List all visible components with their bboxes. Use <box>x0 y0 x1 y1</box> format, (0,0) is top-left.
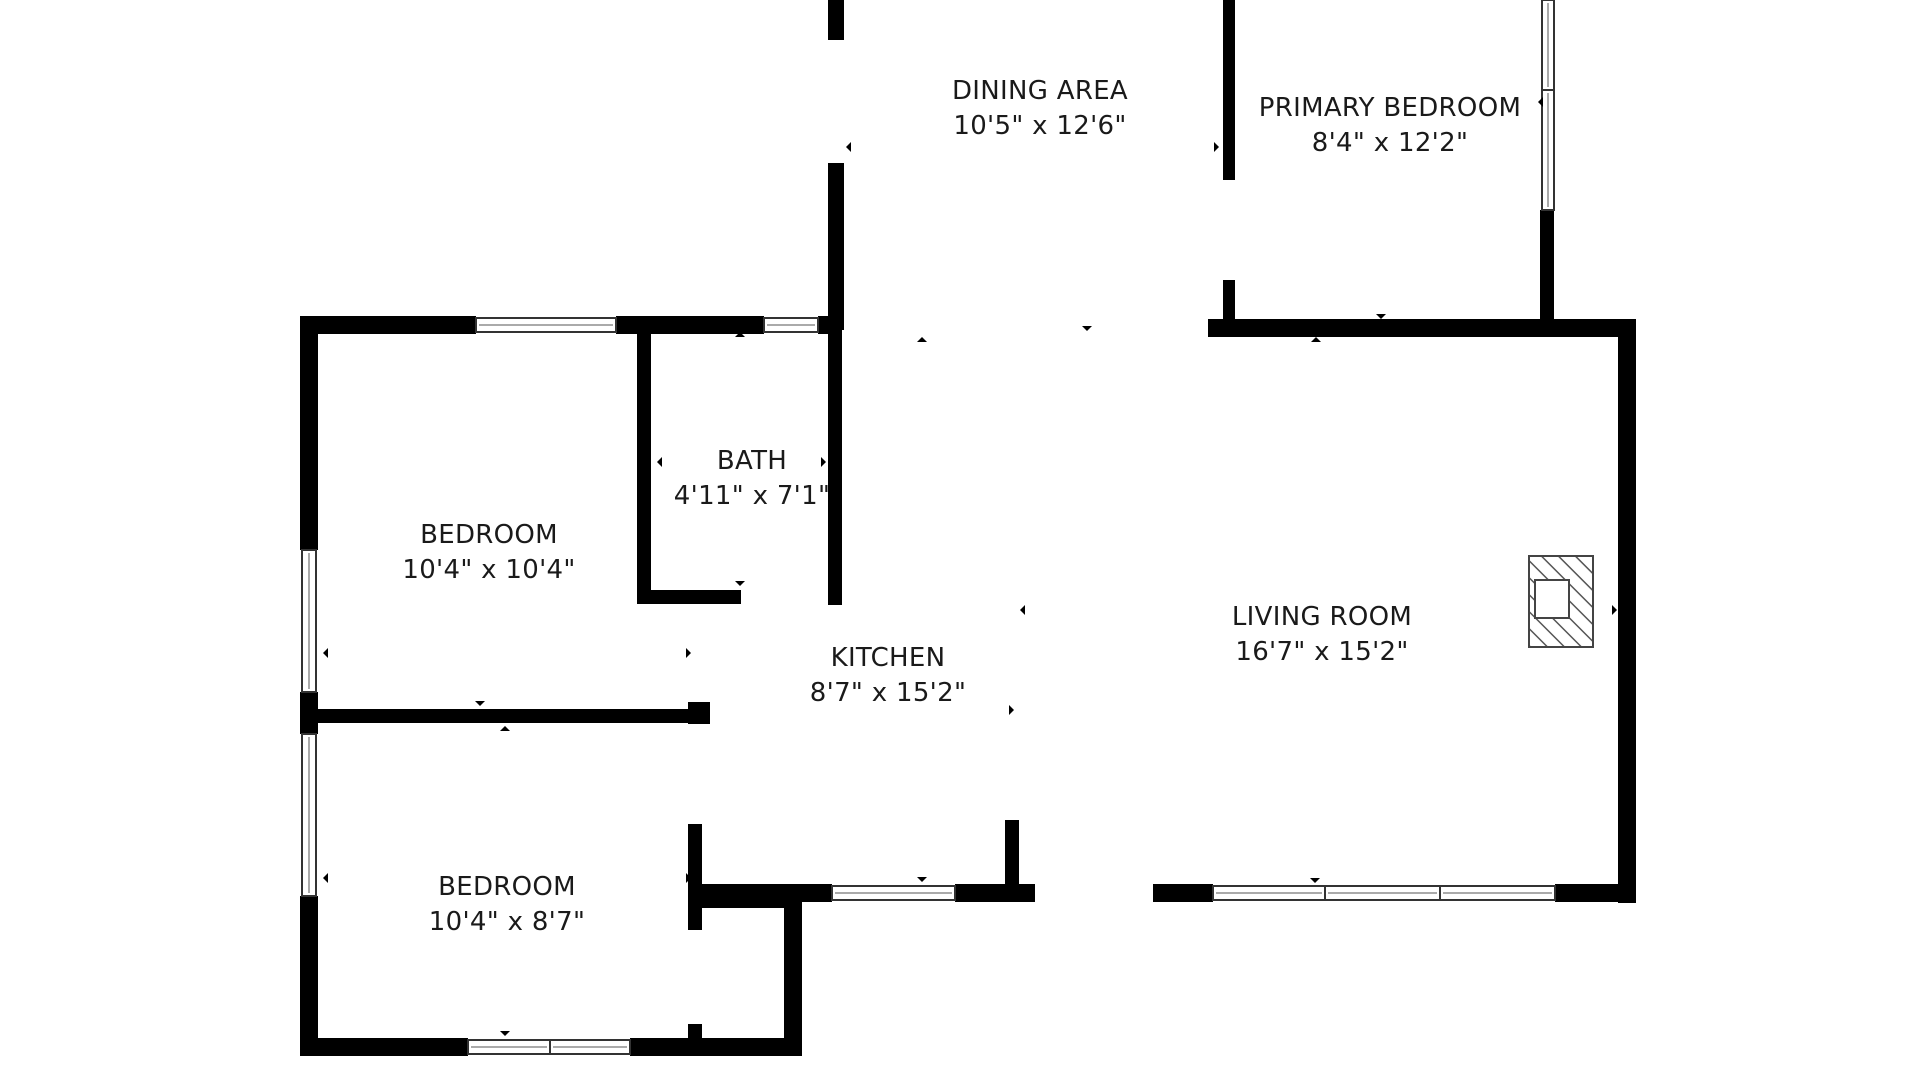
triangle-marker-icon <box>821 457 826 467</box>
window-icon <box>301 733 317 897</box>
room-dimensions: 4'11" x 7'1" <box>673 481 831 511</box>
room-dining-area: DINING AREA 10'5" x 12'6" <box>952 74 1128 144</box>
triangle-marker-icon <box>1214 142 1219 152</box>
door-markers <box>323 97 1617 1036</box>
wall-segment <box>637 334 651 604</box>
triangle-marker-icon <box>1538 97 1543 107</box>
triangle-marker-icon <box>735 332 745 337</box>
wall-segment <box>702 896 802 908</box>
walls <box>300 0 1636 1056</box>
wall-segment <box>1223 280 1235 326</box>
room-bedroom-1: BEDROOM 10'4" x 10'4" <box>402 518 575 588</box>
room-dimensions: 8'7" x 15'2" <box>809 678 967 708</box>
window-icon <box>475 317 617 333</box>
room-primary-bedroom: PRIMARY BEDROOM 8'4" x 12'2" <box>1259 91 1521 161</box>
room-name: BEDROOM <box>420 520 558 550</box>
room-kitchen: KITCHEN 8'7" x 15'2" <box>810 641 966 711</box>
triangle-marker-icon <box>323 873 328 883</box>
window-icon <box>763 317 819 333</box>
wall-segment <box>616 316 764 334</box>
triangle-marker-icon <box>1224 97 1229 107</box>
window-icon <box>1541 0 1555 91</box>
wall-segment <box>828 330 842 605</box>
wall-segment <box>688 824 702 930</box>
wall-segment <box>637 590 741 604</box>
triangle-marker-icon <box>846 142 851 152</box>
window-icon <box>1212 885 1326 901</box>
window-icon <box>467 1039 551 1055</box>
room-dimensions: 8'4" x 12'2" <box>1311 128 1469 158</box>
triangle-marker-icon <box>1376 314 1386 319</box>
triangle-marker-icon <box>657 457 662 467</box>
wall-segment <box>828 163 844 330</box>
wall-segment <box>300 316 476 334</box>
wall-segment <box>784 896 802 1056</box>
wall-segment <box>828 0 844 40</box>
room-living-room: LIVING ROOM 16'7" x 15'2" <box>1232 600 1412 670</box>
wall-segment <box>1005 820 1019 902</box>
window-icon <box>1324 885 1441 901</box>
room-dimensions: 10'4" x 8'7" <box>428 907 586 937</box>
triangle-marker-icon <box>735 581 745 586</box>
room-bath: BATH 4'11" x 7'1" <box>674 444 830 514</box>
triangle-marker-icon <box>1082 326 1092 331</box>
wall-segment <box>318 709 698 723</box>
triangle-marker-icon <box>686 873 691 883</box>
room-name: BATH <box>716 446 788 476</box>
wall-segment <box>300 1038 468 1056</box>
window-icon <box>549 1039 631 1055</box>
triangle-marker-icon <box>1311 337 1321 342</box>
window-icon <box>1439 885 1556 901</box>
room-dimensions: 10'4" x 10'4" <box>402 555 576 585</box>
triangle-marker-icon <box>917 877 927 882</box>
wall-segment <box>1540 210 1554 320</box>
wall-segment <box>818 316 828 334</box>
room-name: PRIMARY BEDROOM <box>1258 93 1522 123</box>
room-name: DINING AREA <box>951 76 1129 106</box>
wall-segment <box>300 692 318 734</box>
room-name: KITCHEN <box>830 643 946 673</box>
wall-segment <box>1618 319 1636 903</box>
triangle-marker-icon <box>500 1031 510 1036</box>
wall-segment <box>300 896 318 1056</box>
window-icon <box>1541 89 1555 211</box>
triangle-marker-icon <box>686 648 691 658</box>
triangle-marker-icon <box>1009 705 1014 715</box>
windows <box>301 0 1556 1055</box>
room-name: LIVING ROOM <box>1231 602 1413 632</box>
wall-segment <box>1223 0 1235 180</box>
wall-segment <box>955 884 1035 902</box>
wall-segment <box>688 702 710 724</box>
wall-segment <box>1208 319 1634 337</box>
window-icon <box>301 549 317 693</box>
window-icon <box>831 885 956 901</box>
room-dimensions: 16'7" x 15'2" <box>1235 637 1409 667</box>
wall-segment <box>300 316 318 550</box>
wall-segment <box>1153 884 1213 902</box>
triangle-marker-icon <box>1612 605 1617 615</box>
wall-segment <box>1555 884 1636 902</box>
room-name: BEDROOM <box>438 872 576 902</box>
triangle-marker-icon <box>500 726 510 731</box>
triangle-marker-icon <box>1020 605 1025 615</box>
wall-segment <box>630 1038 802 1056</box>
room-bedroom-2: BEDROOM 10'4" x 8'7" <box>429 870 585 940</box>
fireplace-icon <box>1528 555 1594 648</box>
triangle-marker-icon <box>323 648 328 658</box>
triangle-marker-icon <box>475 701 485 706</box>
room-dimensions: 10'5" x 12'6" <box>953 111 1127 141</box>
triangle-marker-icon <box>917 337 927 342</box>
triangle-marker-icon <box>1310 878 1320 883</box>
